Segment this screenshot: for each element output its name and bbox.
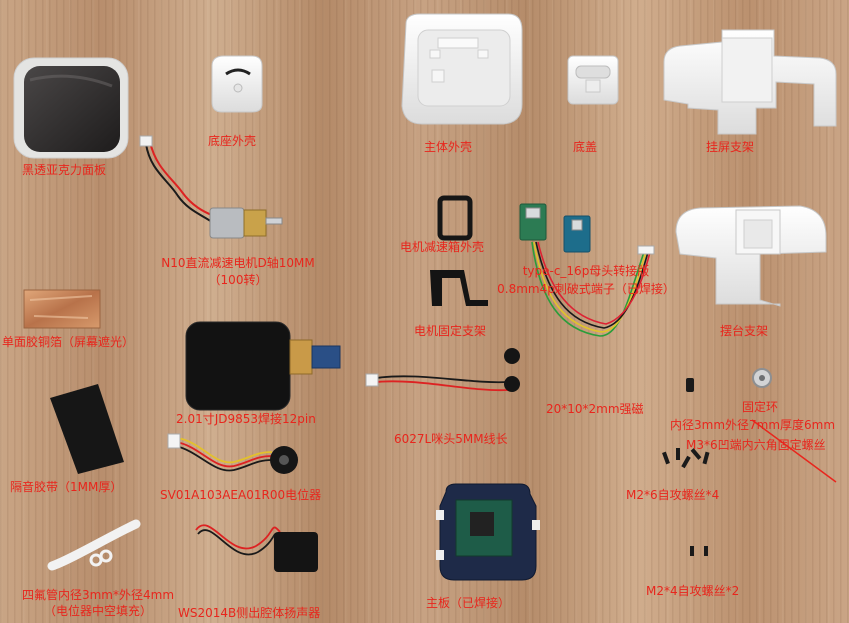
base-shell-icon — [211, 55, 263, 113]
label-adapter-line2: 0.8mm4p刺破式端子（已焊接） — [497, 282, 675, 296]
label-speaker-ws: WS2014B侧出腔体扬声器 — [178, 606, 321, 620]
fixing-ring-icon — [752, 368, 772, 388]
label-ring-size: 内径3mm外径7mm厚度6mm — [670, 418, 836, 432]
label-base-shell: 底座外壳 — [208, 134, 257, 148]
magnet-icon — [686, 378, 694, 392]
label-mainboard: 主板（已焊接） — [426, 596, 511, 610]
gearbox-shell-icon — [437, 195, 473, 241]
label-gearbox-shell: 电机减速箱外壳 — [400, 240, 485, 254]
usb-adapter-icon — [519, 203, 655, 337]
speaker-icon — [195, 524, 318, 572]
label-fixing-ring: 固定环 — [742, 400, 779, 414]
label-acrylic-panel: 黑透亚克力面板 — [22, 163, 107, 177]
copper-foil-icon — [23, 289, 101, 329]
bottom-cover-icon — [567, 55, 619, 105]
label-motor-bracket: 电机固定支架 — [414, 324, 487, 338]
label-screen-hanger: 挂屏支架 — [706, 140, 755, 154]
screen-hanger-icon — [663, 29, 837, 135]
label-m26-screw: M2*6自攻螺丝*4 — [626, 488, 720, 502]
label-screen: 2.01寸JD9853焊接12pin — [176, 412, 316, 426]
sound-tape-icon — [50, 384, 124, 474]
label-stand-bracket: 摆台支架 — [720, 324, 769, 338]
mainboard-icon — [436, 483, 540, 581]
label-m24-screw: M2*4自攻螺丝*2 — [646, 584, 740, 598]
label-ptfe-line2: （电位器中空填充） — [43, 604, 152, 618]
potentiometer-icon — [167, 433, 298, 474]
label-motor-line1: N10直流减速电机D轴10MM — [161, 256, 315, 270]
motor-bracket-icon — [430, 270, 488, 306]
label-magnet: 20*10*2mm强磁 — [546, 402, 644, 416]
label-main-shell: 主体外壳 — [424, 140, 473, 154]
ptfe-tube-icon — [47, 519, 141, 571]
label-potentiometer: SV01A103AEA01R00电位器 — [160, 488, 322, 502]
stand-bracket-icon — [675, 205, 827, 307]
arrow-icon — [751, 419, 837, 483]
lcd-screen-icon — [185, 321, 341, 411]
label-copper-foil: 单面胶铜箔（屏幕遮光） — [2, 335, 135, 349]
label-adapter-line1: type-c_16p母头转接版 — [522, 264, 650, 278]
label-hex-screw: M3*6凹端内六角固定螺丝 — [686, 438, 826, 452]
motor-icon — [139, 135, 283, 239]
mic-cable-icon — [365, 348, 520, 392]
screws-icon — [662, 448, 710, 556]
label-ptfe-line1: 四氟管内径3mm*外径4mm — [21, 588, 175, 602]
main-shell-icon — [401, 13, 523, 125]
label-motor-line2: （100转） — [208, 273, 268, 287]
label-bottom-cover: 底盖 — [573, 140, 598, 154]
label-sound-tape: 隔音胶带（1MM厚） — [10, 480, 123, 494]
label-speaker-6027: 6027L咪头5MM线长 — [394, 432, 508, 446]
acrylic-panel-icon — [13, 57, 129, 159]
